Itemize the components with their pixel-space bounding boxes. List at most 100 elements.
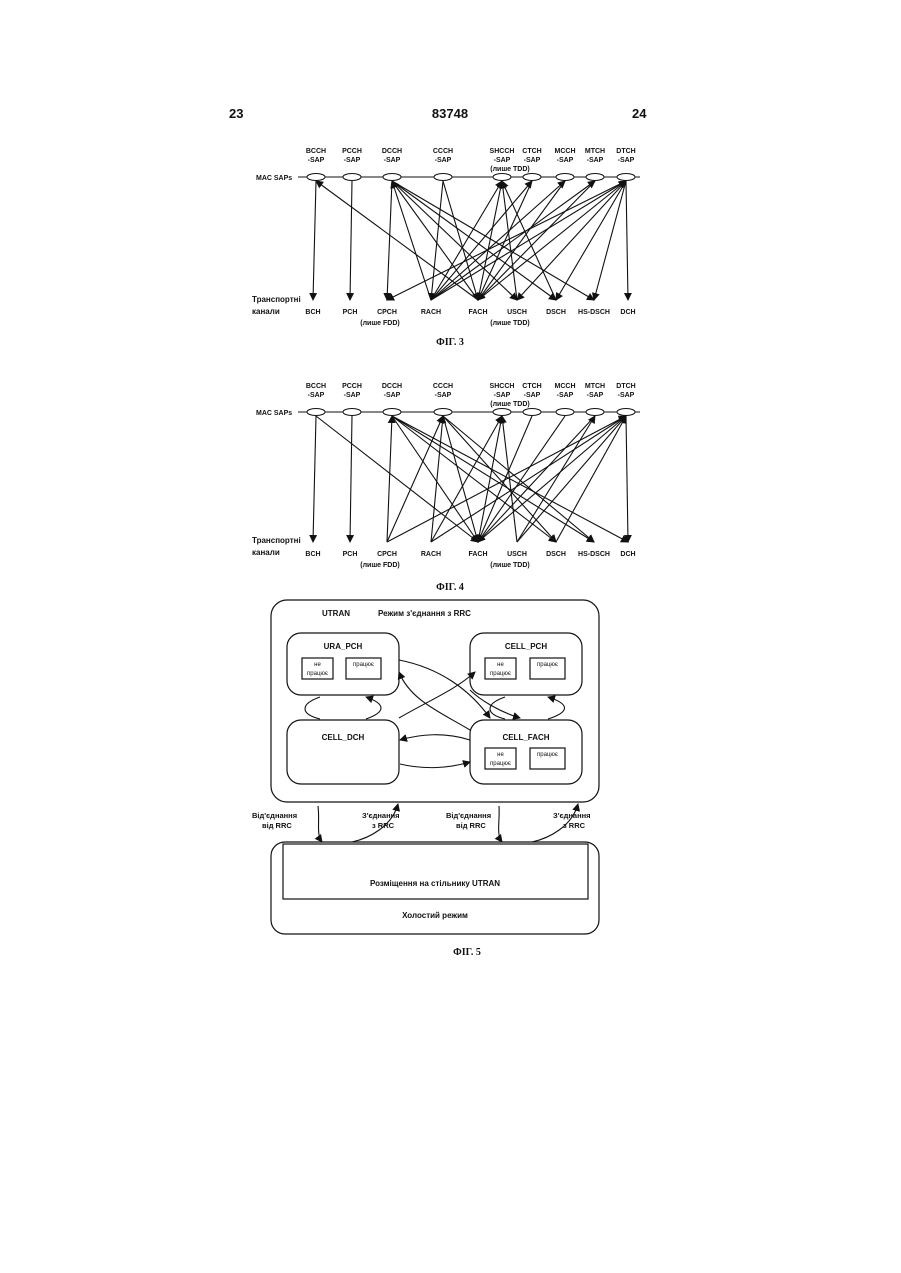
sap-suffix: -SAP	[524, 157, 541, 164]
sap-suffix: -SAP	[494, 157, 511, 164]
mapping-arrow-down	[316, 416, 478, 542]
sap-suffix: -SAP	[557, 157, 574, 164]
sap-suffix: -SAP	[384, 157, 401, 164]
mapping-arrow-down	[350, 181, 352, 300]
sap-oval-ctch	[523, 409, 541, 416]
state-ura-pch: URA_PCH не працює працює	[287, 633, 399, 695]
sap-oval-dcch	[383, 174, 401, 181]
page-number-right: 24	[632, 106, 647, 121]
sap-suffix: -SAP	[524, 392, 541, 399]
sap-name-pcch: PCCH	[342, 148, 362, 155]
sap-oval-ccch	[434, 174, 452, 181]
state-cell-fach: CELL_FACH не працює працює	[470, 720, 582, 784]
mac-saps-label: MAC SAPs	[256, 175, 292, 182]
inactive-label-2: працює	[490, 671, 511, 677]
mapping-arrow-down	[478, 416, 532, 542]
release-rrc-label-1: Від'єднання	[252, 811, 297, 820]
sap-oval-mtch	[586, 174, 604, 181]
transport-channels-label-1: Транспортні	[252, 536, 301, 545]
sap-note: (лише TDD)	[490, 166, 529, 173]
state-box	[287, 720, 399, 784]
channel-name-rach: RACH	[421, 309, 441, 316]
mapping-arrow-up	[478, 416, 502, 542]
sap-oval-bcch	[307, 409, 325, 416]
patent-number: 83748	[432, 106, 468, 121]
establish-rrc-label-2: з RRC	[563, 821, 586, 830]
release-rrc-label-1: Від'єднання	[446, 811, 491, 820]
sap-name-dtch: DTCH	[616, 148, 635, 155]
state-title: URA_PCH	[324, 642, 363, 651]
mapping-arrow-down	[626, 181, 628, 300]
mapping-arrow-down	[313, 416, 316, 542]
sap-oval-pcch	[343, 409, 361, 416]
sap-name-ctch: CTCH	[522, 383, 541, 390]
inactive-label-1: не	[314, 662, 321, 668]
channel-name-fach: FACH	[468, 309, 487, 316]
sap-name-mtch: MTCH	[585, 383, 605, 390]
mapping-arrow-down	[478, 181, 532, 300]
active-label: працює	[537, 662, 558, 668]
sap-name-dtch: DTCH	[616, 383, 635, 390]
channel-name-dsch: DSCH	[546, 309, 566, 316]
active-label: працює	[537, 752, 558, 758]
sap-note: (лише TDD)	[490, 401, 529, 408]
channel-name-rach: RACH	[421, 551, 441, 558]
channel-name-dch: DCH	[620, 551, 635, 558]
channel-name-cpch: CPCH	[377, 309, 397, 316]
sap-name-mtch: MTCH	[585, 148, 605, 155]
channel-note: (лише FDD)	[360, 320, 399, 327]
sap-name-ccch: CCCH	[433, 148, 453, 155]
channel-note: (лише TDD)	[490, 320, 529, 327]
sap-name-dcch: DCCH	[382, 383, 402, 390]
rrc-connected-mode-label: Режим з'єднання з RRC	[378, 609, 471, 618]
release-rrc-label-2: від RRC	[262, 821, 292, 830]
sap-suffix: -SAP	[435, 392, 452, 399]
mapping-arrow-down	[350, 416, 352, 542]
mapping-arrow-down	[313, 181, 316, 300]
camping-on-utran-cell-label: Розміщення на стільнику UTRAN	[370, 879, 500, 888]
sap-oval-ccch	[434, 409, 452, 416]
sap-suffix: -SAP	[384, 392, 401, 399]
sap-name-mcch: MCCH	[555, 383, 576, 390]
channel-note: (лише TDD)	[490, 562, 529, 569]
inactive-label-1: не	[497, 752, 504, 758]
inactive-label-1: не	[497, 662, 504, 668]
establish-rrc-label-2: з RRC	[372, 821, 395, 830]
sap-oval-shcch	[493, 174, 511, 181]
figure-5-caption: ФІГ. 5	[453, 947, 481, 958]
sap-oval-mcch	[556, 409, 574, 416]
active-label: працює	[353, 662, 374, 668]
sap-name-bcch: BCCH	[306, 383, 326, 390]
sap-name-shcch: SHCCH	[490, 383, 515, 390]
figure-5-rrc-states: UTRAN Режим з'єднання з RRC URA_PCH не п…	[252, 600, 599, 958]
mapping-arrow-down	[478, 181, 595, 300]
figure-3-caption: ФІГ. 3	[436, 337, 464, 348]
state-cell-pch: CELL_PCH не працює працює	[470, 633, 582, 695]
mapping-arrow-up	[502, 416, 517, 542]
sap-suffix: -SAP	[308, 157, 325, 164]
inactive-label-2: працює	[307, 671, 328, 677]
sap-oval-dtch	[617, 409, 635, 416]
mapping-arrows	[313, 416, 628, 542]
sap-name-shcch: SHCCH	[490, 148, 515, 155]
sap-oval-mcch	[556, 174, 574, 181]
mapping-arrow-up	[316, 181, 478, 300]
sap-suffix: -SAP	[344, 157, 361, 164]
channel-name-pch: PCH	[343, 309, 358, 316]
state-title: CELL_PCH	[505, 642, 547, 651]
inactive-label-2: працює	[490, 761, 511, 767]
page-header: 23 83748 24	[229, 106, 647, 121]
channel-name-dsch: DSCH	[546, 551, 566, 558]
camping-box	[283, 844, 588, 899]
utran-label: UTRAN	[322, 609, 350, 618]
channel-name-usch: USCH	[507, 551, 527, 558]
channel-name-pch: PCH	[343, 551, 358, 558]
sap-oval-dtch	[617, 174, 635, 181]
sap-suffix: -SAP	[435, 157, 452, 164]
sap-labels: BCCH-SAPPCCH-SAPDCCH-SAPCCCH-SAPSHCCH-SA…	[306, 383, 636, 408]
channel-name-fach: FACH	[468, 551, 487, 558]
mac-saps-label: MAC SAPs	[256, 410, 292, 417]
channel-name-cpch: CPCH	[377, 551, 397, 558]
sap-suffix: -SAP	[344, 392, 361, 399]
sap-labels: BCCH-SAPPCCH-SAPDCCH-SAPCCCH-SAPSHCCH-SA…	[306, 148, 636, 173]
